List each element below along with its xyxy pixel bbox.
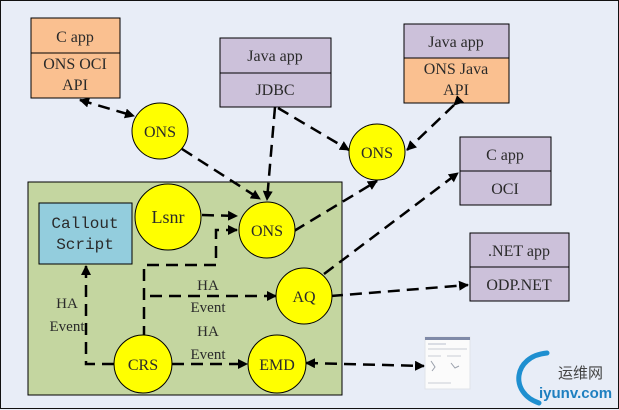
ha-label: HA [197, 278, 219, 294]
odp-net-label: ODP.NET [486, 277, 552, 294]
ons-oci-label: ONS OCI [43, 56, 107, 73]
edge-crs-callout [81, 265, 114, 366]
ons-java-label: ONS Java [424, 61, 488, 78]
watermark-logo: 运维网 iyunv.com [516, 350, 612, 406]
swoosh-icon [516, 350, 550, 406]
ha-label: HA [56, 296, 78, 312]
edge-cluster-ons-ons-right [293, 179, 378, 233]
node-ons-left: ONS [131, 102, 189, 160]
edge-java-api-ons-right [406, 95, 464, 151]
aq-label: AQ [292, 289, 316, 306]
ons-label: ONS [251, 223, 283, 240]
ons-label: ONS [361, 145, 393, 162]
event-label: Event [191, 347, 227, 363]
api-label: API [443, 82, 469, 99]
edge-lsnr-ons [201, 210, 238, 221]
node-ons-cluster: ONS [238, 201, 296, 259]
java-app-label: Java app [247, 48, 303, 65]
edges [79, 95, 469, 371]
event-label: Event [50, 319, 86, 335]
ons-label: ONS [144, 124, 176, 141]
net-app-label: .NET app [488, 243, 550, 260]
api-label: API [62, 77, 88, 94]
edge-aq-odpnet [330, 280, 469, 298]
c-app-label: C app [486, 147, 524, 164]
c-app-label: C app [56, 29, 94, 46]
callout-label: Callout [51, 215, 118, 233]
watermark-cn: 运维网 [558, 364, 603, 382]
c-app-oci-box: C app OCI [459, 136, 552, 206]
java-app-label: Java app [428, 34, 484, 51]
event-label: Event [191, 300, 227, 316]
java-app-ons-box: Java app ONS Java API [403, 23, 510, 104]
crs-label: CRS [128, 357, 158, 374]
edge-aq-oci [323, 172, 459, 275]
callout-script-box: Callout Script [38, 202, 133, 265]
edge-jdbc-ons-right [277, 106, 350, 152]
edge-capp-ons [79, 97, 135, 119]
console-screenshot-thumbnail [424, 336, 471, 390]
oci-label: OCI [491, 181, 519, 198]
edge-crs-ons [142, 225, 238, 338]
node-crs: CRS [113, 334, 173, 394]
lsnr-label: Lsnr [152, 207, 185, 227]
watermark-en: iyunv.com [539, 385, 612, 402]
node-ons-right: ONS [348, 123, 406, 181]
node-emd: EMD [247, 334, 307, 394]
edge-ons-left-cluster [181, 147, 261, 201]
ha-label: HA [197, 324, 219, 340]
node-lsnr: Lsnr [134, 183, 202, 251]
java-app-jdbc-box: Java app JDBC [219, 37, 332, 108]
jdbc-label: JDBC [255, 82, 294, 99]
script-label: Script [56, 236, 114, 254]
net-app-box: .NET app ODP.NET [469, 232, 570, 302]
edge-emd-console [305, 358, 425, 371]
edge-jdbc-cluster-ons [262, 106, 277, 201]
node-aq: AQ [275, 267, 333, 325]
c-app-ons-oci-box: C app ONS OCI API [30, 17, 121, 99]
emd-label: EMD [259, 357, 295, 374]
